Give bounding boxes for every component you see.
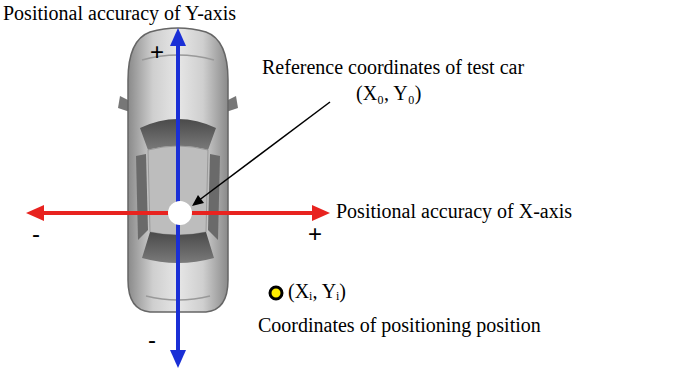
coordinate-label: (X₀, Y₀) xyxy=(356,82,421,105)
arrowhead xyxy=(170,28,186,46)
leader-line xyxy=(198,102,330,201)
car-side-window xyxy=(208,154,220,240)
y-axis-line xyxy=(176,42,180,354)
axis-title: Positional accuracy of X-axis xyxy=(336,200,572,223)
arrowhead xyxy=(192,195,204,206)
callout-text: Reference coordinates of test car xyxy=(262,56,524,79)
arrowhead xyxy=(312,205,330,221)
sign-mark: + xyxy=(308,220,322,248)
reference-point xyxy=(168,201,192,225)
sign-mark: - xyxy=(148,326,156,354)
car-side-window xyxy=(136,154,148,240)
leader-arrow xyxy=(192,102,330,206)
positioning-point xyxy=(270,287,282,299)
arrowhead xyxy=(170,350,186,368)
coordinate-label: (Xᵢ, Yᵢ) xyxy=(288,280,346,303)
axis-title: Positional accuracy of Y-axis xyxy=(3,2,236,25)
callout-text: Coordinates of positioning position xyxy=(258,314,541,337)
sign-mark: - xyxy=(32,220,40,248)
arrowhead xyxy=(26,205,44,221)
sign-mark: + xyxy=(150,38,164,66)
y-axis-arrow xyxy=(170,28,186,368)
